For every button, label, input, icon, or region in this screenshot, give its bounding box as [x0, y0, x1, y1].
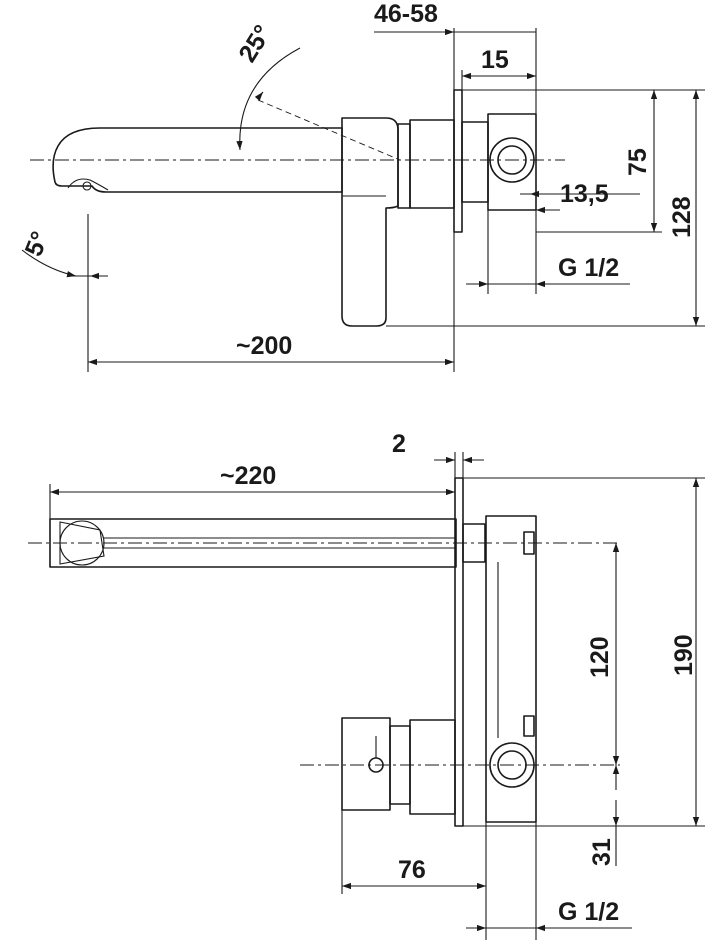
dim-46-58-label: 46-58 [374, 0, 438, 28]
plan-valve-nut-top [523, 531, 535, 555]
angle-5-label: 5° [20, 228, 55, 261]
plan-spout-connector [462, 523, 486, 563]
angle-ref-line [257, 99, 401, 161]
valve-port-outer [489, 137, 535, 183]
dim-g12b-label: G 1/2 [558, 898, 619, 926]
plan-wall-plate [454, 477, 464, 827]
side-view: 25° 5° 46-58 15 128 75 13,5 [20, 0, 705, 372]
lever-body [341, 117, 399, 327]
bayonet-ring [397, 123, 411, 209]
plan-spout-outlet [59, 521, 105, 565]
dim-13-5-label: 13,5 [560, 180, 609, 208]
dim-200-label: ~200 [236, 332, 292, 360]
dim-76-label: 76 [398, 856, 426, 884]
wall-plate [453, 89, 463, 233]
plan-valve-nut-bottom [523, 715, 535, 737]
plan-valve-port-inner [497, 750, 527, 780]
valve-port-inner [497, 145, 527, 175]
plan-view: 2 ~220 190 120 31 76 G 1/2 [28, 430, 705, 940]
plan-valve-port-outer [489, 742, 535, 788]
angle-25-arrow-top [254, 91, 264, 101]
spout-outlet-hole [82, 181, 92, 191]
dim-2-label: 2 [392, 430, 406, 458]
dim-15-label: 15 [481, 46, 509, 74]
dim-128-label: 128 [668, 196, 696, 238]
dim-g12-label: G 1/2 [558, 254, 619, 282]
dim-75-label: 75 [624, 148, 652, 176]
plan-spout-outlet-circle [59, 520, 105, 566]
dim-220-label: ~220 [220, 462, 276, 490]
plan-spout [49, 518, 457, 568]
spout-outlet [67, 178, 109, 191]
dim-31-label: 31 [588, 838, 616, 866]
bayonet-cap [409, 119, 455, 209]
valve-housing [487, 113, 537, 211]
angle-5-arc [21, 249, 77, 278]
angle-25-label: 25° [233, 20, 277, 67]
angle-25-arc [236, 47, 301, 151]
dim-120-label: 120 [586, 636, 614, 678]
plan-handle-cap [409, 719, 456, 815]
dim-190-label: 190 [670, 634, 698, 676]
valve-body [461, 121, 489, 203]
